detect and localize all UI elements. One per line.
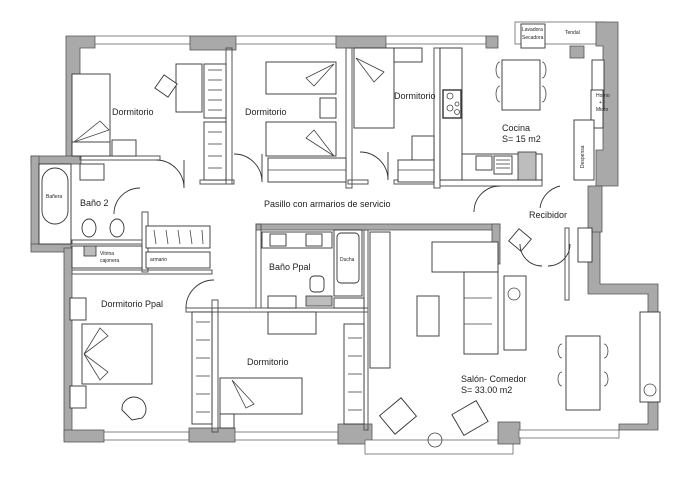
pasillo-wardrobes bbox=[145, 225, 215, 309]
fixture-label-cajonera: cajonera bbox=[100, 258, 120, 264]
fixture-label-plus: + bbox=[599, 100, 602, 106]
bano-ppal-fixtures bbox=[261, 229, 365, 309]
fixture-label-vitrina: Vitrina bbox=[100, 251, 115, 257]
dormitorio-4-furniture bbox=[219, 311, 365, 429]
fixture-label-banera: Bañera bbox=[46, 194, 63, 200]
fixture-label-secadora: Secadora bbox=[522, 35, 544, 41]
fixture-label-lavadora: Lavadora bbox=[522, 27, 543, 33]
fixture-label-horno: Horno bbox=[596, 93, 610, 99]
room-label-dormitorio-1: Dormitorio bbox=[112, 107, 154, 117]
dormitorio-2-furniture bbox=[233, 61, 347, 183]
room-label-pasillo: Pasillo con armarios de servicio bbox=[264, 199, 391, 209]
room-label-salon: Salón- Comedor bbox=[461, 374, 527, 384]
room-label-cocina: Cocina bbox=[502, 123, 531, 133]
room-label-dormitorio-4: Dormitorio bbox=[247, 357, 289, 367]
fixture-label-despensa: Despensa bbox=[580, 145, 586, 168]
kitchen-furniture bbox=[439, 23, 605, 213]
exterior-walls bbox=[30, 21, 659, 455]
room-label-recibidor: Recibidor bbox=[529, 210, 568, 220]
room-label-dormitorio-ppal: Dormitorio Ppal bbox=[101, 299, 164, 309]
wardrobe-dorm-1-2 bbox=[203, 63, 227, 181]
room-area-salon: S= 33.00 m2 bbox=[461, 385, 513, 395]
room-label-dormitorio-3: Dormitorio bbox=[394, 91, 436, 101]
fixture-label-tendal: Tendal bbox=[565, 30, 580, 36]
room-area-cocina: S= 15 m2 bbox=[502, 134, 541, 144]
dormitorio-ppal-furniture bbox=[69, 297, 213, 425]
dormitorio-1-furniture bbox=[71, 63, 203, 189]
fixture-label-ducha: Ducha bbox=[340, 257, 355, 263]
dormitorio-3-furniture bbox=[353, 47, 435, 183]
bano-2-fixtures bbox=[38, 163, 143, 269]
fixture-label-micro: Micro bbox=[596, 107, 609, 113]
room-label-bano-2: Baño 2 bbox=[80, 198, 109, 208]
salon-furniture bbox=[369, 185, 661, 448]
room-label-bano-ppal: Baño Ppal bbox=[269, 262, 311, 272]
room-label-dormitorio-2: Dormitorio bbox=[245, 107, 287, 117]
fixture-label-armario: armario bbox=[150, 257, 167, 263]
